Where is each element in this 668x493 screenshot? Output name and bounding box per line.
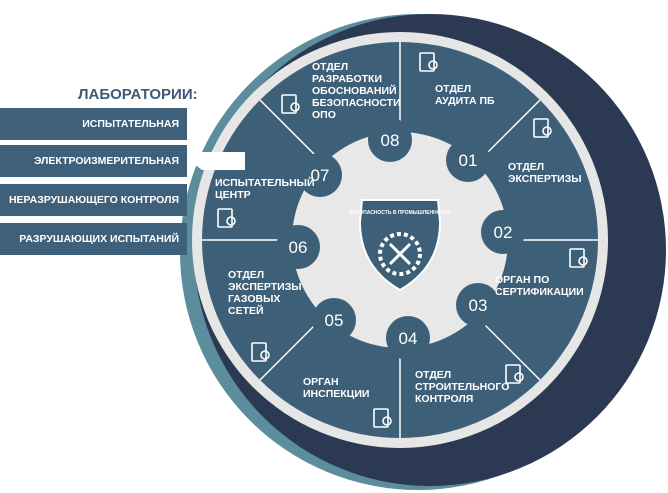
segment-label-line: ОРГАН ПО	[495, 274, 549, 286]
tools-icon	[217, 208, 236, 228]
certificate-icon	[569, 248, 588, 268]
lab-item-testing[interactable]: ИСПЫТАТЕЛЬНАЯ	[0, 108, 187, 140]
segment-number: 04	[399, 329, 418, 348]
segment-label-line: ИСПЫТАТЕЛЬНЫЙ	[215, 176, 315, 189]
document-icon	[373, 408, 392, 428]
segment-label-line: СЕРТИФИКАЦИИ	[495, 286, 584, 298]
segment-number: 02	[494, 223, 513, 242]
segment-badge	[446, 138, 490, 182]
segment-number: 06	[289, 238, 308, 257]
segment-badge	[298, 153, 342, 197]
segment-label-line: СЕТЕЙ	[228, 304, 264, 317]
segment-label-line: ОРГАН	[303, 376, 339, 388]
segment-label-line: КОНТРОЛЯ	[415, 393, 473, 405]
segment-label-line: ОТДЕЛ	[312, 61, 348, 73]
segment-badge	[481, 210, 525, 254]
segment-number: 08	[381, 131, 400, 150]
segment-badge	[386, 316, 430, 360]
segment-label-line: ОТДЕЛ	[508, 161, 544, 173]
segment-label-line: АУДИТА ПБ	[435, 95, 495, 107]
flame-icon	[251, 342, 270, 362]
segment-label-line: ИНСПЕКЦИИ	[303, 388, 369, 400]
magnifier-document-icon	[419, 52, 438, 72]
lab-item-destructive[interactable]: РАЗРУШАЮЩИХ ИСПЫТАНИЙ	[0, 223, 187, 255]
segment-badge	[312, 298, 356, 342]
segment-badge	[276, 225, 320, 269]
segment-number: 07	[311, 166, 330, 185]
segment-label-line: ЭКСПЕРТИЗЫ	[508, 173, 582, 185]
segment-label-line: ОПО	[312, 109, 336, 121]
lab-item-electrical[interactable]: ЭЛЕКТРОИЗМЕРИТЕЛЬНАЯ	[0, 145, 187, 177]
segment-number: 05	[325, 311, 344, 330]
segment-label-line: ЦЕНТР	[215, 189, 251, 201]
magnifier-check-icon	[533, 118, 552, 138]
segment-label-line: ЭКСПЕРТИЗЫ	[228, 281, 302, 293]
logo-shield: БЕЗОПАСНОСТЬ В ПРОМЫШЛЕННОСТИ	[349, 199, 451, 292]
segment-label-line: РАЗРАБОТКИ	[312, 73, 382, 85]
segment-label-line: ОТДЕЛ	[228, 269, 264, 281]
house-icon	[505, 364, 524, 384]
segment-label-line: ГАЗОВЫХ	[228, 293, 280, 305]
stadium-icon	[281, 94, 300, 114]
segment-label-line: БЕЗОПАСНОСТИ	[312, 97, 401, 109]
segment-badge	[456, 283, 500, 327]
segment-label-line: ОТДЕЛ	[435, 83, 471, 95]
segment-number: 03	[469, 296, 488, 315]
segment-label-line: ОБОСНОВАНИЙ	[312, 84, 397, 97]
selected-pointer-arrow	[190, 152, 245, 170]
segment-label-line: СТРОИТЕЛЬНОГО	[415, 381, 509, 393]
labs-title: ЛАБОРАТОРИИ:	[78, 86, 198, 103]
segment-badge	[368, 118, 412, 162]
lab-item-ndt[interactable]: НЕРАЗРУШАЮЩЕГО КОНТРОЛЯ	[0, 184, 187, 216]
segment-number: 01	[459, 151, 478, 170]
logo-text: БЕЗОПАСНОСТЬ В ПРОМЫШЛЕННОСТИ	[349, 210, 451, 216]
segment-label-line: ОТДЕЛ	[415, 369, 451, 381]
